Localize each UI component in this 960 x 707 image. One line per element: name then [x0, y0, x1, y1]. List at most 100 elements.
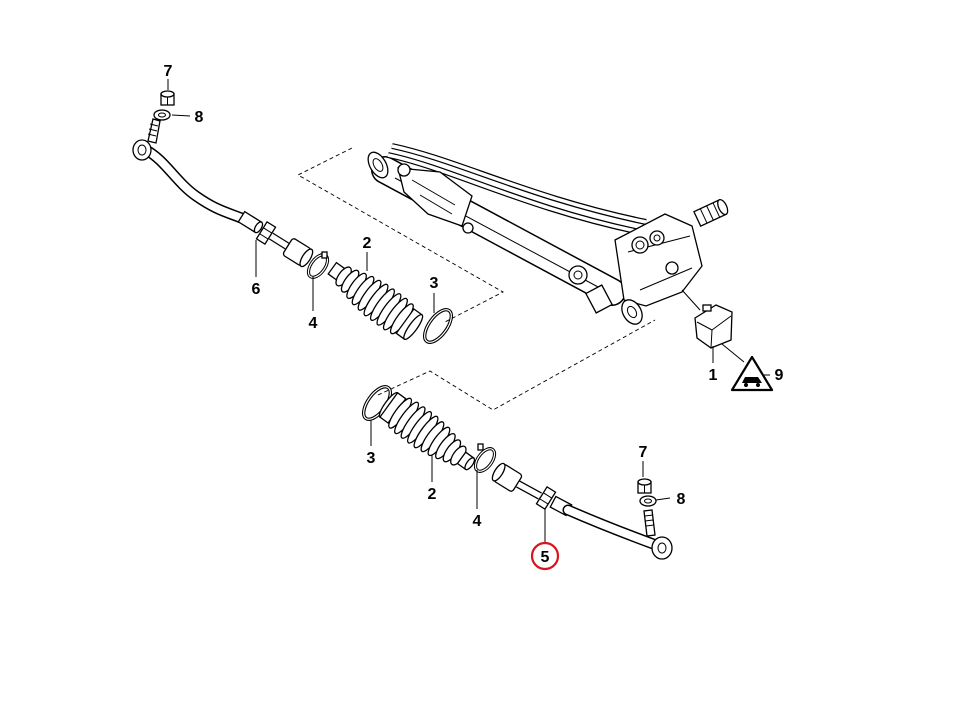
input-shaft-end	[717, 198, 729, 216]
spline-1	[699, 208, 708, 224]
upper-washer-outer	[153, 109, 171, 121]
lower-washer-outer	[639, 495, 657, 507]
rack-lower-fitting	[585, 284, 613, 314]
clamp-left	[306, 251, 330, 279]
bellows-left-mouth	[403, 314, 424, 341]
bracket-edge-2	[711, 315, 732, 331]
vehicle-wheel-icon-2	[756, 383, 760, 387]
bracket-tab	[702, 304, 712, 312]
callout-1[interactable]: 1	[709, 367, 718, 384]
stud-thread-3	[147, 133, 157, 137]
rack-right-end	[621, 299, 643, 325]
tie-rod-right	[491, 462, 673, 560]
callout-7-lower[interactable]: 7	[639, 444, 648, 461]
sleeve-end	[253, 221, 264, 234]
assembly-outline-upper	[297, 147, 504, 323]
lock-nut-flat-1	[263, 227, 273, 234]
callout-9[interactable]: 9	[775, 367, 784, 384]
valve-block-detail-2	[419, 194, 453, 215]
lock-nut-flat-2	[259, 233, 269, 240]
inner-rod-left	[269, 233, 289, 249]
spline-3	[712, 202, 721, 218]
bracket-edge-1	[696, 321, 713, 331]
inner-ball-housing-right	[491, 462, 523, 492]
ball-housing-right-end	[491, 462, 506, 482]
leader-line-8-lower	[655, 497, 671, 501]
vehicle-wheel-icon-1	[744, 383, 748, 387]
bracket-edge-3	[710, 329, 713, 349]
upper-washer-hole	[158, 112, 166, 118]
tie-rod-left	[132, 118, 314, 268]
clip-left	[422, 308, 454, 344]
bellows-right	[378, 391, 476, 471]
mount-ear-2	[631, 236, 649, 254]
pinion-housing-detail-2	[639, 267, 693, 291]
selected-callout-ring	[530, 541, 560, 571]
tie-rod-left-arm	[142, 146, 248, 223]
lower-washer-hole	[644, 498, 652, 504]
bellows-left	[327, 261, 424, 341]
warning-triangle	[730, 355, 774, 392]
callout-8-lower[interactable]: 8	[677, 491, 686, 508]
steering-rack	[367, 143, 729, 325]
clip-left-ring	[422, 308, 454, 344]
rack-left-end-bore	[372, 158, 384, 172]
callout-7-upper[interactable]: 7	[164, 63, 173, 80]
upper-nut-top	[160, 90, 175, 98]
tie-rod-left-stud	[147, 118, 161, 144]
rack-right-end-bore	[626, 305, 638, 319]
bracket-link-line	[681, 289, 701, 311]
callout-8-upper[interactable]: 8	[195, 109, 204, 126]
stud-right-thread-1	[644, 514, 654, 517]
input-shaft	[693, 198, 729, 228]
valve-fitting	[397, 163, 411, 177]
callout-3-right[interactable]: 3	[367, 450, 376, 467]
warning-triangle-icon	[730, 355, 774, 392]
lock-nut-right-flat-2	[539, 498, 549, 505]
tie-rod-left-ball-joint	[132, 139, 152, 161]
rack-left-end	[367, 151, 389, 179]
clip-left-ring-inner	[424, 309, 452, 343]
spline-2	[706, 205, 714, 221]
bellows-right-neck-end	[464, 457, 476, 471]
lower-nut	[637, 478, 652, 494]
lower-nut-top	[637, 478, 652, 486]
clamp-left-ear	[321, 251, 328, 259]
ball-joint-detail	[137, 144, 147, 156]
stud-right-thread-2	[644, 519, 654, 522]
lock-nut-right-flat-1	[543, 492, 553, 499]
callout-6[interactable]: 6	[252, 281, 261, 298]
mount-ear-1	[568, 265, 588, 285]
inner-rod-right	[516, 481, 542, 499]
stud-thread-2	[148, 128, 158, 132]
valve-fitting-2	[462, 222, 474, 234]
callout-4-right[interactable]: 4	[473, 513, 482, 530]
tie-rod-left-lock-nut	[255, 220, 277, 246]
callout-5-selected[interactable]: 5	[541, 549, 550, 566]
callout-3-left[interactable]: 3	[430, 275, 439, 292]
upper-washer	[153, 109, 171, 121]
tie-rod-right-ball-joint	[651, 536, 673, 560]
upper-nut	[160, 90, 175, 106]
hydraulic-pipe-2	[391, 144, 647, 224]
lock-nut-right-body	[535, 485, 557, 511]
inner-ball-housing-left	[282, 238, 314, 268]
ball-housing-end	[299, 248, 314, 268]
stud-right-thread-3	[645, 524, 655, 527]
warning-link-line	[721, 343, 745, 363]
clamp-right	[473, 443, 497, 473]
valve-block-detail-1	[411, 179, 456, 206]
callout-2-right[interactable]: 2	[428, 486, 437, 503]
callout-2-left[interactable]: 2	[363, 235, 372, 252]
mount-ear-3	[649, 230, 665, 246]
callout-4-left[interactable]: 4	[309, 315, 318, 332]
lower-washer	[639, 495, 657, 507]
mount-ear-3-hole	[653, 234, 661, 242]
tie-rod-right-arm	[564, 506, 660, 549]
stud-thread-1	[149, 123, 159, 127]
clamp-right-ear	[477, 443, 484, 451]
mount-ear-1-hole	[573, 270, 583, 280]
lock-nut-body	[255, 220, 277, 246]
pinion-bolt	[665, 261, 679, 275]
tie-rod-left-sleeve	[237, 210, 264, 234]
